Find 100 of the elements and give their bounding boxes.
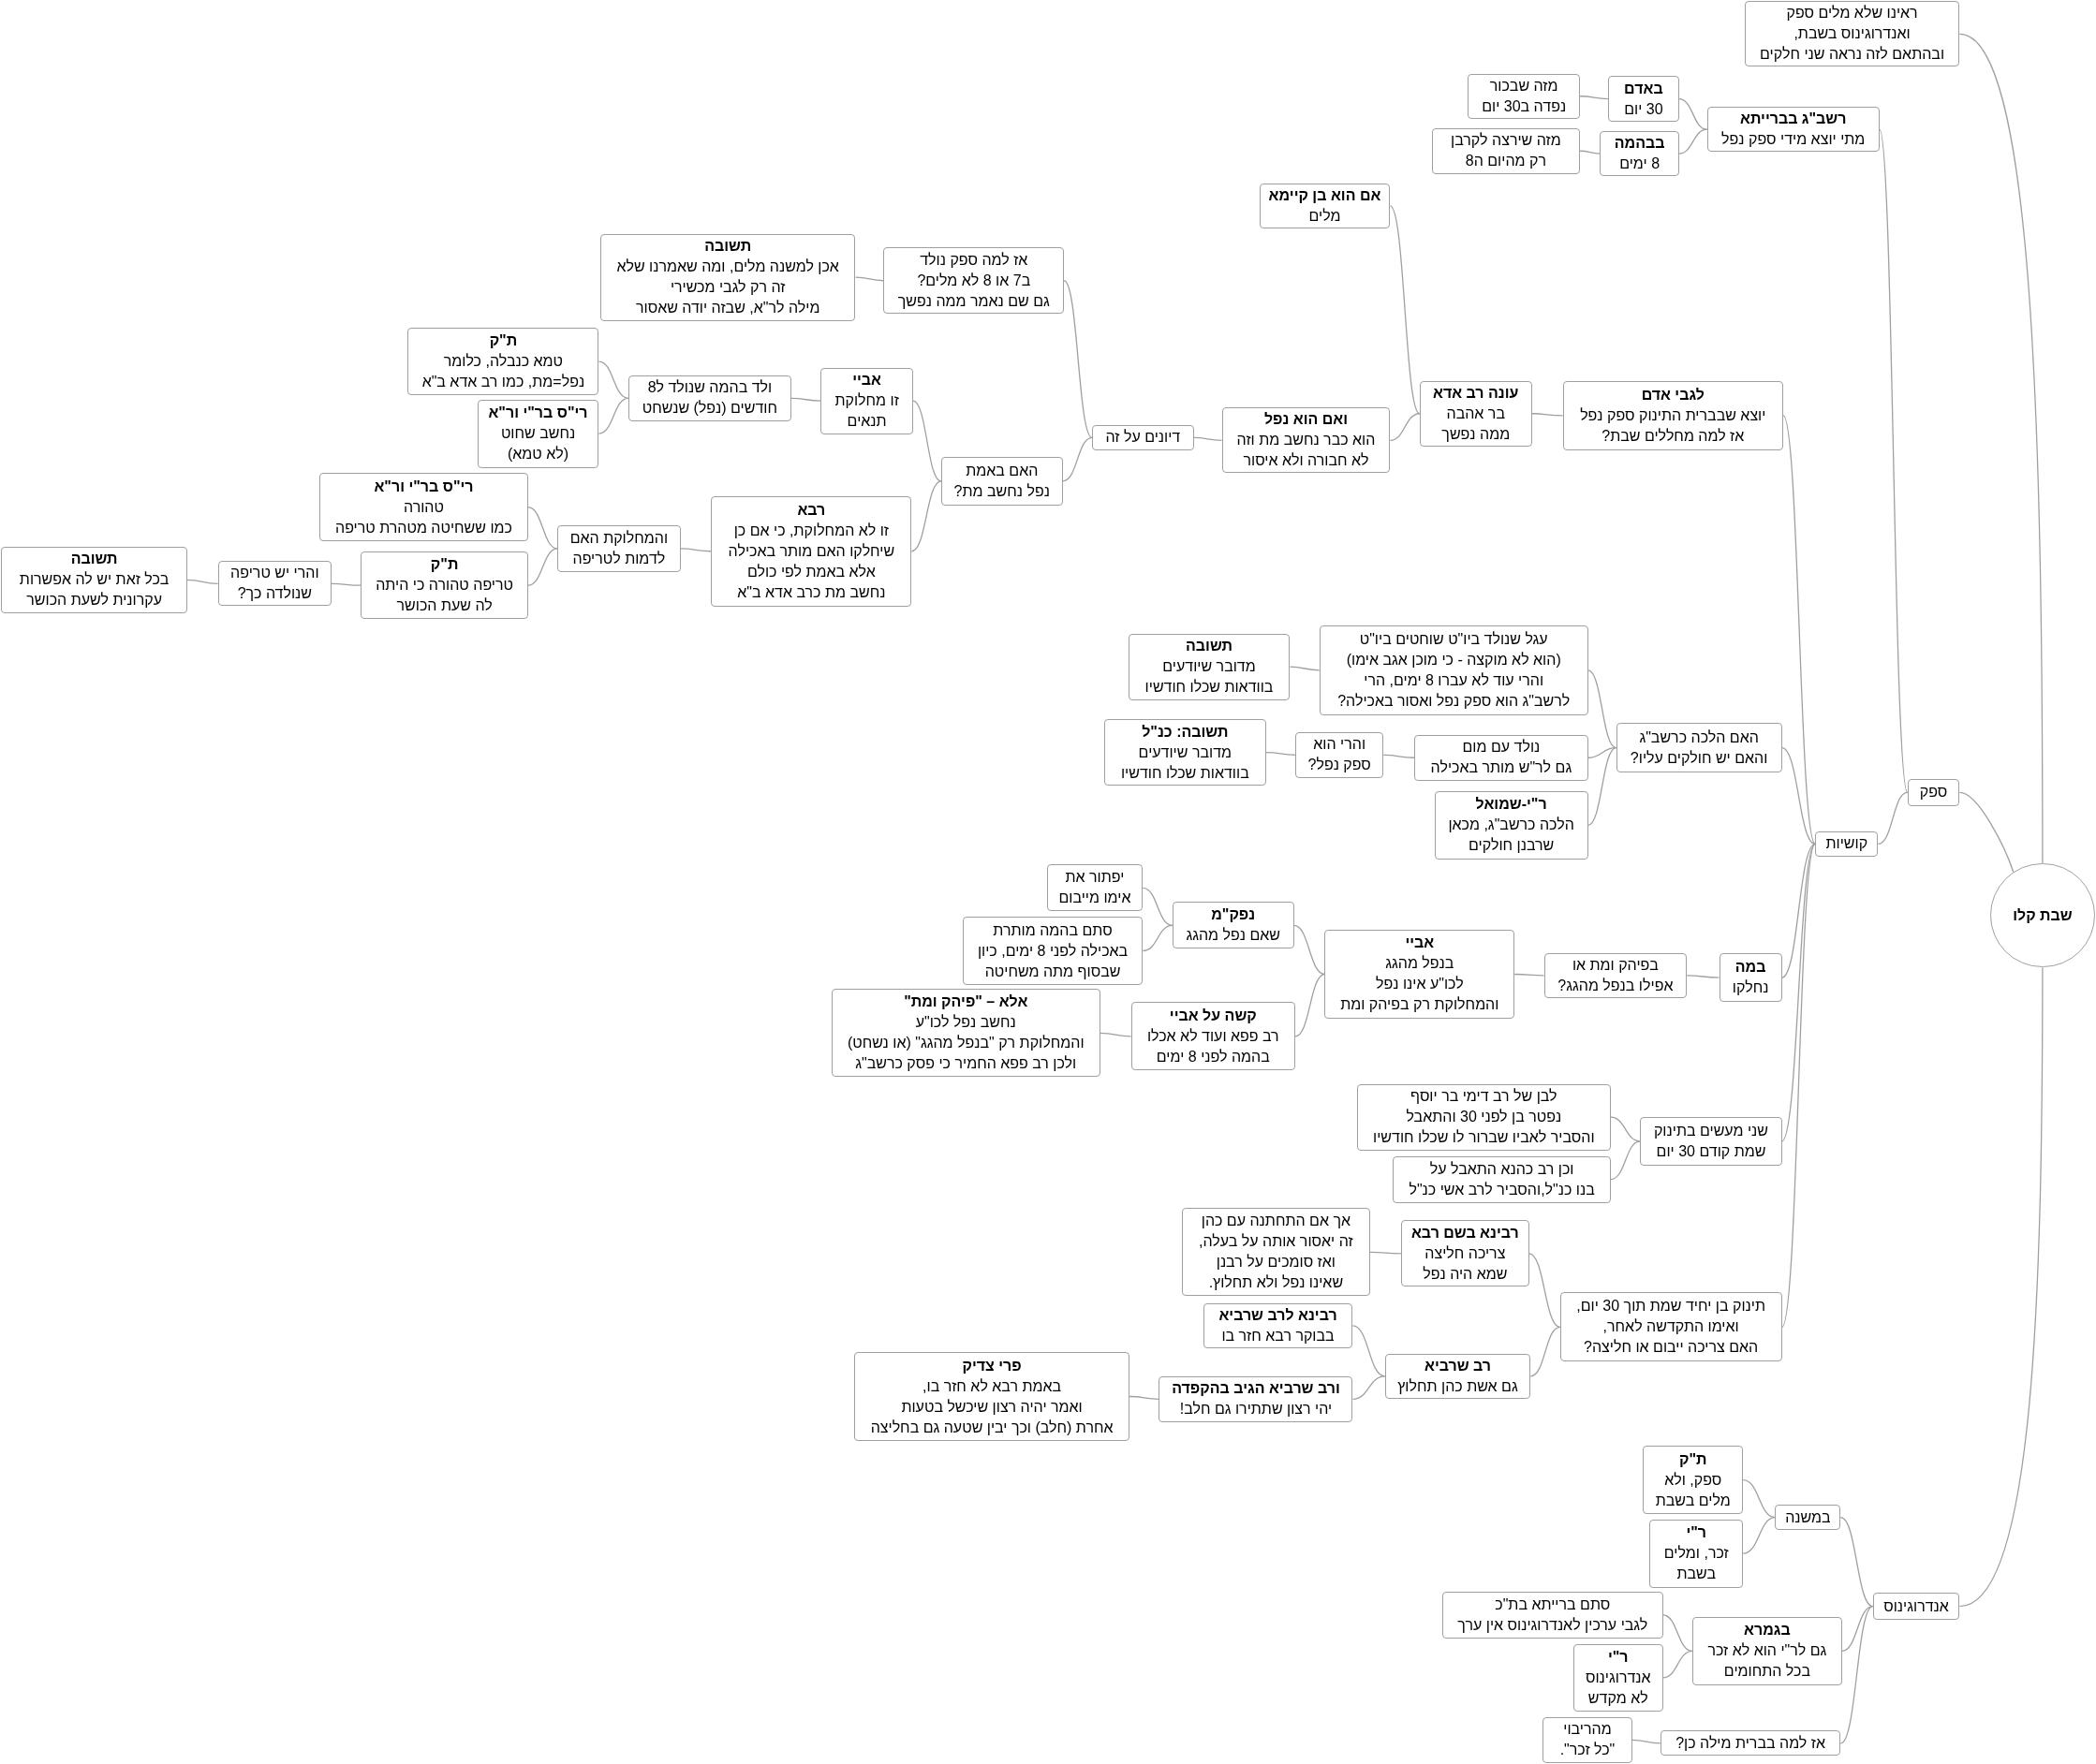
connector-line — [910, 480, 942, 552]
topic-text: שאם נפל מהגג — [1186, 926, 1280, 946]
topic-text: הוא כבר נחשב מת וזה לא חבורה ולא איסור — [1236, 431, 1376, 471]
topic-box — [1616, 723, 1782, 772]
topic-heading: אביי — [1405, 933, 1435, 953]
connector-line — [1389, 413, 1421, 441]
topic-text: מתי יוצא מידי ספק נפל — [1721, 130, 1866, 150]
connector-line — [598, 397, 629, 434]
topic-heading: תשובה — [70, 550, 118, 569]
topic-box — [711, 495, 912, 607]
connector-line — [1678, 128, 1708, 154]
topic-text: קושיות — [1825, 834, 1868, 854]
topic-text: צריכה חליצה שמא היה נפל — [1423, 1243, 1508, 1284]
topic-heading: רבא — [797, 500, 826, 520]
connector-line — [1293, 924, 1326, 976]
connector-line — [1513, 973, 1545, 977]
topic-heading: ת"ק — [1678, 1449, 1707, 1469]
topic-box — [1640, 1117, 1782, 1166]
connector-line — [1579, 150, 1602, 154]
topic-box — [1221, 407, 1391, 474]
connector-line — [1529, 1326, 1561, 1377]
topic-box — [1468, 73, 1581, 119]
connector-line — [1879, 128, 1909, 794]
topic-box — [1103, 718, 1266, 786]
topic-box — [1907, 779, 1960, 806]
connector-line — [1958, 33, 2044, 864]
topic-text: גם לר"י הוא לא זכר בכל התחומים — [1707, 1641, 1827, 1682]
topic-text: נחשב נפל לכו"ע והמחלוקת רק "בנפל מהגג" (או נשחט) ולכן רב פפא החמיר כי פסק כרשב"ג — [847, 1013, 1085, 1074]
connector-line — [1841, 1605, 1874, 1653]
topic-box — [1384, 1353, 1531, 1399]
topic-text: סתם בהמה מותרת באכילה לפני 8 ימים, כיון שבסוף מתה משחיטה — [977, 920, 1129, 981]
connector-line — [1062, 436, 1093, 482]
topic-text: זו מחלוקת תנאים — [834, 391, 899, 432]
topic-box — [407, 327, 599, 396]
topic-text: יהי רצון שתתירו גם חלב! — [1179, 1400, 1333, 1419]
topic-text: והרי הוא ספק נפל? — [1307, 735, 1371, 775]
topic-box — [1543, 952, 1688, 999]
connector-line — [1389, 205, 1421, 415]
connector-line — [1531, 413, 1564, 417]
topic-box — [1643, 1446, 1744, 1515]
topic-heading: תשובה: כנ"ל — [1142, 722, 1229, 742]
connector-line — [1369, 1251, 1402, 1255]
topic-text: נחלקו — [1732, 978, 1769, 998]
topic-box — [1815, 831, 1879, 857]
topic-heading: אביי — [852, 371, 881, 390]
topic-box — [1400, 1220, 1529, 1287]
topic-box — [1744, 1, 1960, 67]
topic-text: נחשב שחוט (לא טמא) — [500, 424, 576, 464]
topic-box — [1660, 1730, 1841, 1757]
connector-line — [1587, 746, 1617, 826]
topic-text: זכר, ומלים בשבת — [1663, 1544, 1729, 1584]
topic-box — [1419, 380, 1532, 447]
topic-box — [1562, 380, 1783, 450]
topic-text: וכן רב כהנא התאבל על בנו כנ"ל,והסביר לרב אשי כנ"ל — [1409, 1159, 1595, 1199]
topic-box — [1324, 930, 1515, 1019]
topic-box — [854, 1352, 1130, 1441]
connector-line — [1678, 97, 1708, 130]
connector-line — [1839, 1605, 1874, 1744]
topic-text: שני מעשים בתינוק שמת קודם 30 יום — [1653, 1121, 1768, 1161]
connector-line — [1686, 975, 1720, 978]
connector-line — [1382, 754, 1415, 758]
topic-box — [1259, 183, 1391, 229]
topic-box — [1775, 1505, 1841, 1531]
topic-text: האם באמת נפל נחשב מת? — [953, 461, 1050, 501]
topic-box — [1092, 424, 1194, 450]
topic-text: האם הלכה כרשב"ג והאם יש חולקים עליו? — [1630, 728, 1768, 768]
topic-text: ספק — [1919, 783, 1948, 802]
connector-line — [790, 397, 822, 402]
topic-box — [1, 546, 187, 614]
topic-heading: רבינא בשם רבא — [1410, 1223, 1519, 1242]
connector-line — [1958, 966, 2044, 1608]
topic-box — [1559, 1292, 1782, 1362]
topic-box — [1159, 1376, 1353, 1422]
topic-text: במשנה — [1785, 1507, 1831, 1527]
topic-box — [1649, 1519, 1744, 1588]
topic-box — [883, 247, 1065, 315]
topic-heading: לגבי אדם — [1641, 385, 1705, 404]
topic-heading: ת"ק — [489, 331, 518, 351]
topic-box — [1130, 1002, 1296, 1071]
topic-box — [319, 473, 528, 542]
topic-text: דיונים על זה — [1105, 428, 1181, 448]
topic-text: מזה שבכור נפדה ב30 יום — [1482, 76, 1567, 116]
topic-box — [1393, 1155, 1611, 1203]
topic-heading: עונה רב אדא — [1433, 383, 1519, 403]
topic-box — [1706, 107, 1880, 153]
topic-text: מזה שירצה לקרבן רק מהיום ה8 — [1451, 131, 1561, 171]
topic-text: גם אשת כהן תחלוץ — [1397, 1376, 1518, 1396]
connector-line — [1742, 1517, 1777, 1554]
connector-line — [1661, 1650, 1693, 1679]
topic-heading: אם הוא בן קיימא — [1268, 185, 1381, 205]
topic-text: ולד בהמה שנולד ל8 חודשים (נפל) שנשחט — [642, 378, 777, 419]
topic-box — [1203, 1302, 1353, 1349]
connector-line — [1631, 1739, 1661, 1744]
topic-box — [1295, 732, 1384, 778]
connector-line — [527, 507, 558, 550]
topic-text: אנדרוגינוס לא מקדש — [1585, 1668, 1651, 1708]
topic-text: אז למה בברית מילה כן? — [1675, 1733, 1825, 1753]
connector-line — [527, 548, 558, 586]
topic-text: אז למה ספק נולד ב7 או 8 לא מלים? גם שם נאמר ממה נפשך — [897, 250, 1050, 311]
topic-box — [361, 551, 528, 619]
